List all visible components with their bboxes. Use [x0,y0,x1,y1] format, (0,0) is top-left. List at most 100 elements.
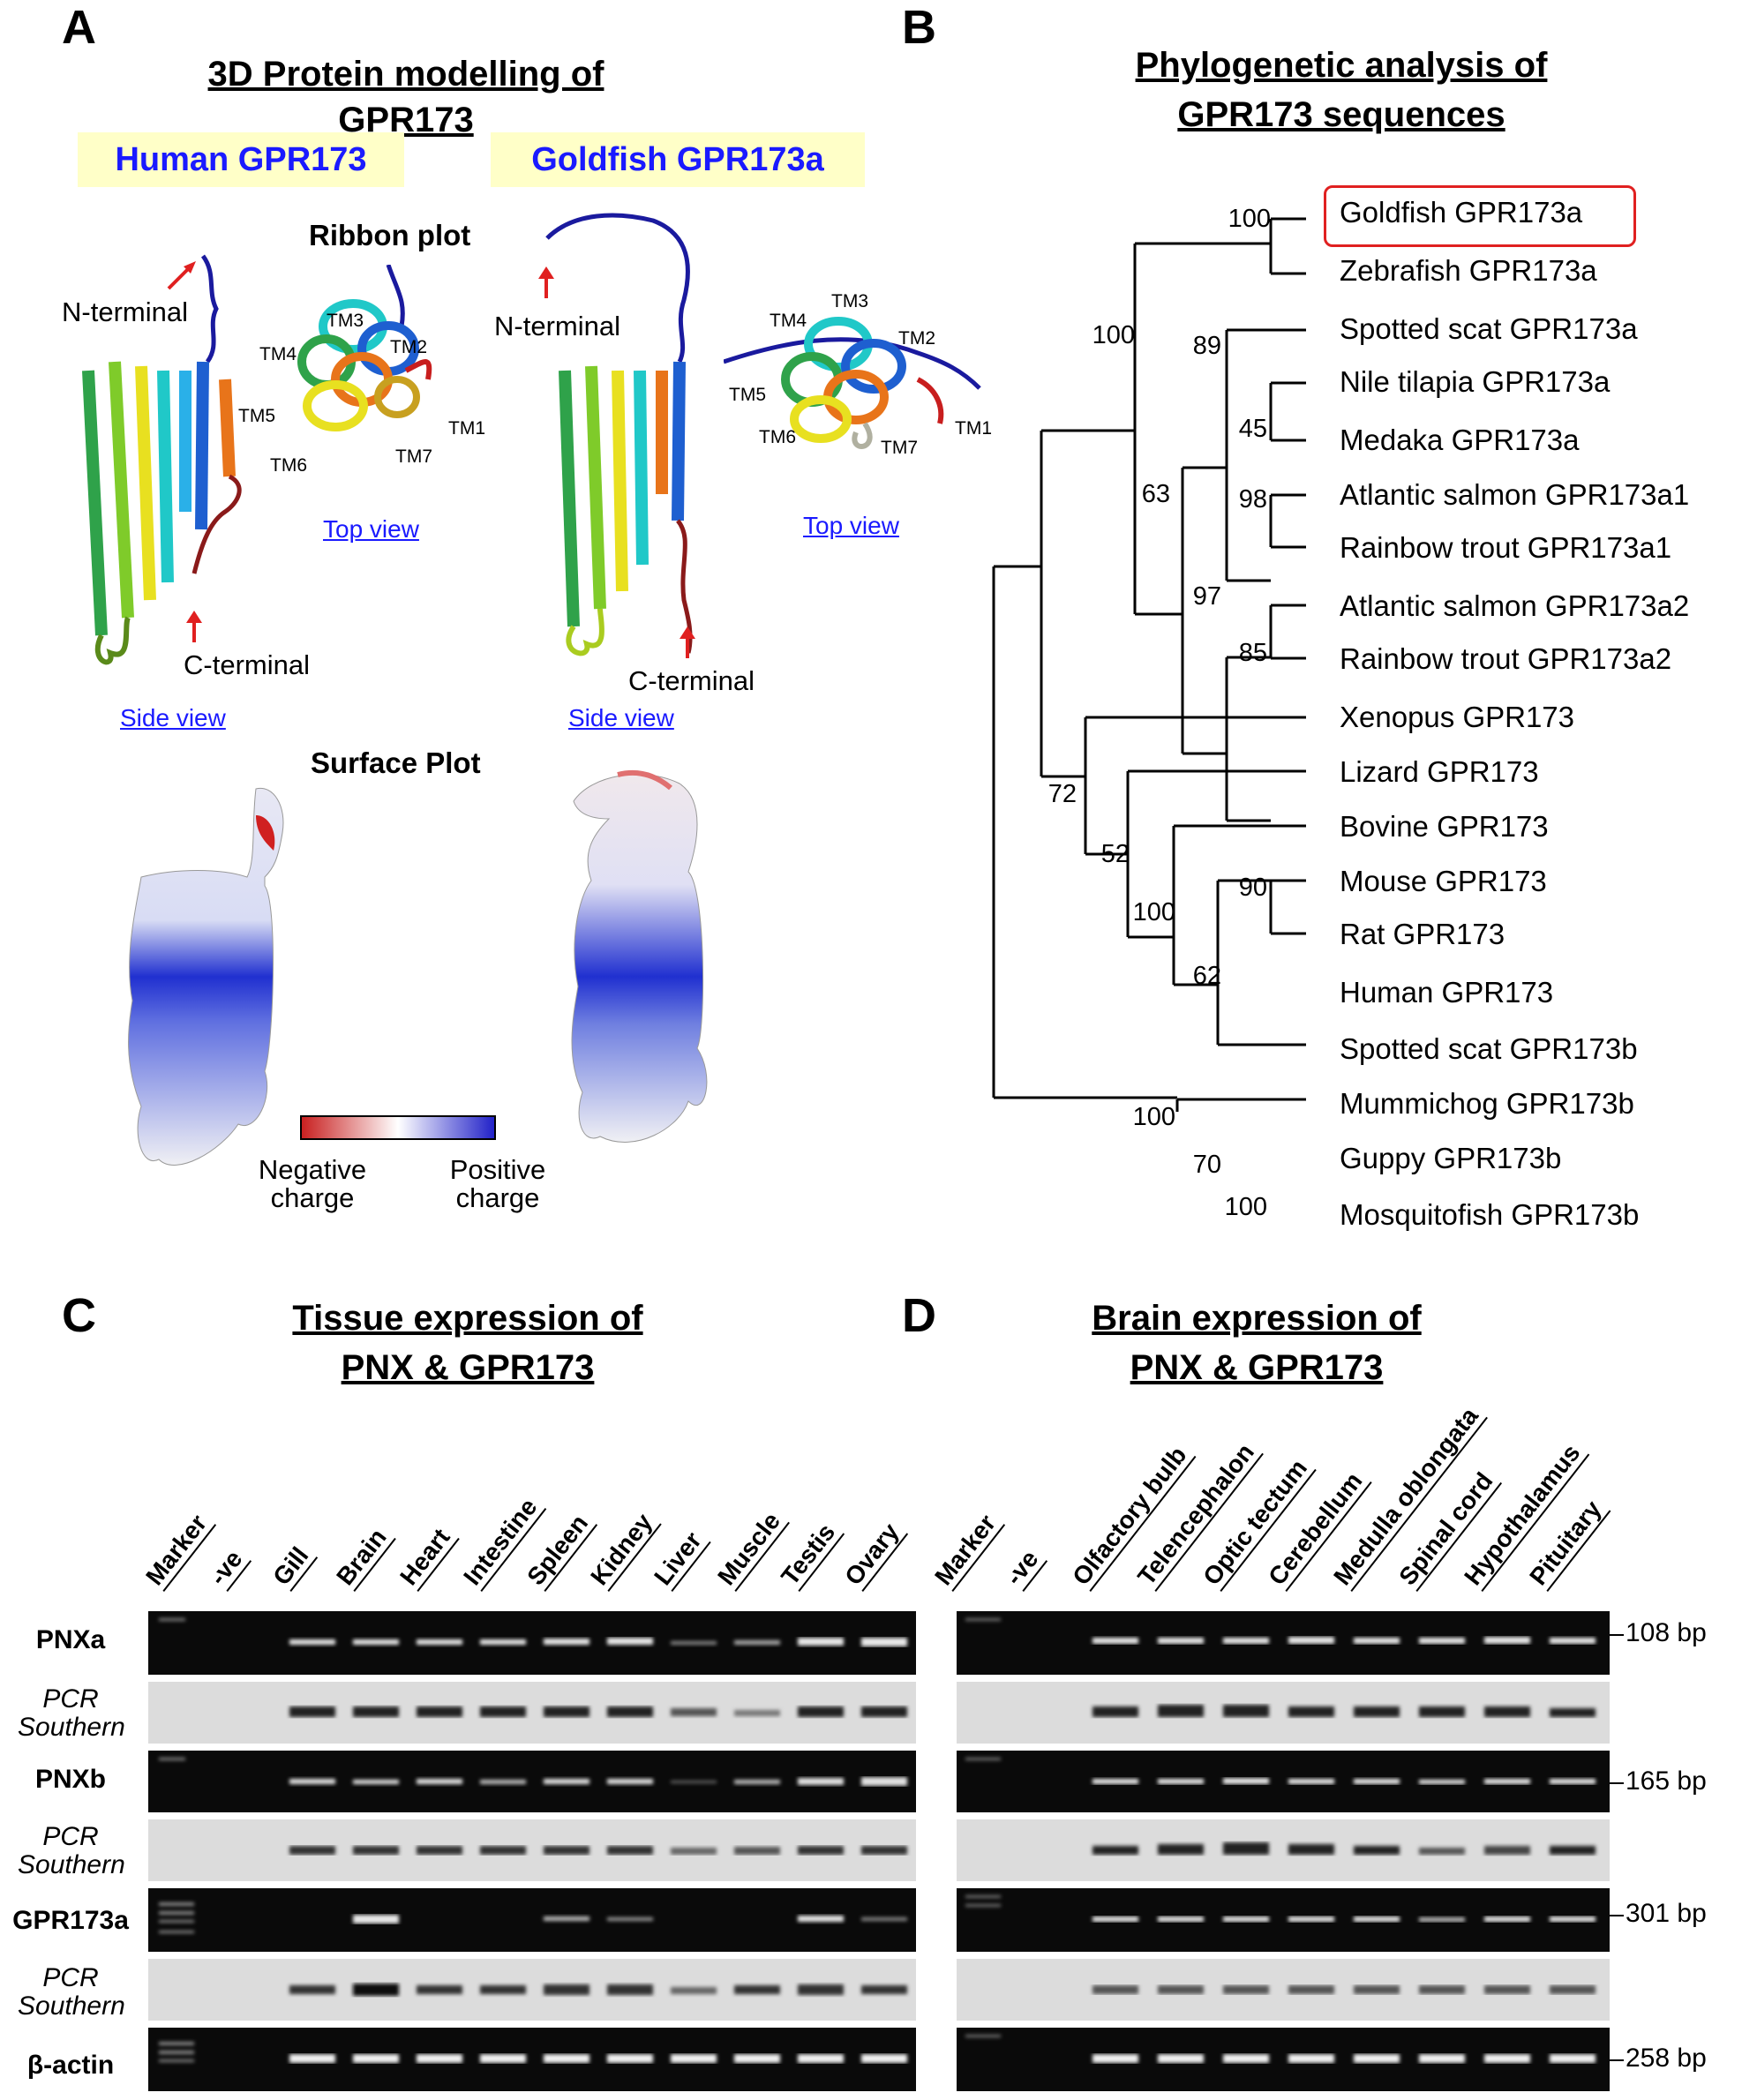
size-marker-108: 108 bp [1626,1618,1707,1647]
bootstrap-value: 97 [1192,582,1221,611]
human-tm1-label: TM1 [448,418,485,439]
side-view-link-human[interactable]: Side view [120,704,226,731]
top-view-link-human[interactable]: Top view [323,515,419,543]
n-terminal-label-goldfish: N-terminal [494,311,620,341]
pcr-line: PCR [42,1684,99,1714]
bootstrap-value: 98 [1238,485,1267,514]
lane-label: Kidney [585,1505,662,1592]
human-gpr173-label: Human GPR173 [78,132,404,187]
goldfish-surface-plot [571,769,708,1143]
goldfish-highlight-box [1324,185,1636,247]
lane-label: Muscle [712,1504,790,1592]
size-tick [1610,2059,1624,2061]
phylogenetic-tree [992,217,1306,1112]
row-label-pnxb: PNXb [34,1765,106,1794]
southern-line: Southern [18,1991,125,2021]
tree-taxon: Atlantic salmon GPR173a1 [1340,478,1690,511]
positive-charge-line2: charge [455,1182,540,1213]
size-marker-165: 165 bp [1626,1766,1707,1796]
c-terminal-arrow-human [186,611,202,642]
bootstrap-value: 100 [1132,1103,1175,1131]
panel-b-title-line2: GPR173 sequences [1177,95,1505,134]
tree-taxon: Bovine GPR173 [1340,810,1549,843]
tree-taxon: Rainbow trout GPR173a1 [1340,531,1672,564]
bootstrap-value: 52 [1100,840,1130,868]
bootstrap-value: 100 [1092,321,1135,349]
side-view-link-goldfish[interactable]: Side view [568,704,674,731]
bootstrap-value: 62 [1192,962,1221,990]
gel-gpr173a [148,1888,916,1952]
human-ribbon-side-view [82,254,242,665]
bootstrap-value: 85 [1238,639,1267,667]
panel-d-title-line1: Brain expression of [1092,1299,1422,1338]
goldfish-tm3-label: TM3 [831,291,868,311]
size-tick [1610,1915,1624,1916]
southern-line: Southern [18,1713,125,1742]
southern-pnxa [148,1682,916,1744]
tree-taxon: Atlantic salmon GPR173a2 [1340,589,1690,622]
bootstrap-value: 100 [1224,1193,1267,1221]
goldfish-ribbon-top-view [724,317,981,449]
goldfish-tm6-label: TM6 [759,427,796,447]
surface-plot-label: Surface Plot [311,746,481,779]
panel-letter-c: C [62,1289,96,1342]
panel-letter-d: D [902,1289,936,1342]
goldfish-tm5-label: TM5 [729,385,766,405]
tissue-expression-gels [148,1611,916,2091]
tree-taxon: Rainbow trout GPR173a2 [1340,642,1672,675]
bootstrap-value: 90 [1238,874,1267,902]
lane-label: Brain [331,1520,396,1592]
tree-taxon: Zebrafish GPR173a [1340,254,1597,287]
southern-pnxb [148,1819,916,1881]
tree-taxon: Lizard GPR173 [1340,755,1539,788]
lane-label: Ovary [839,1515,909,1592]
bootstrap-value: 100 [1132,898,1175,926]
goldfish-tm1-label: TM1 [955,418,992,439]
human-tm7-label: TM7 [395,446,432,467]
panel-a-title: 3D Protein modelling of GPR173 [207,55,604,139]
bootstrap-value: 70 [1192,1151,1221,1179]
row-label-gpr173a: GPR173a [12,1906,129,1935]
bootstrap-value: 89 [1192,332,1221,360]
human-surface-plot [128,787,284,1166]
bootstrap-value: 100 [1228,205,1271,233]
c-terminal-label-human: C-terminal [184,649,310,680]
positive-charge-label: Positive charge [436,1156,559,1212]
goldfish-tm7-label: TM7 [881,438,918,458]
tree-taxon: Xenopus GPR173 [1340,701,1575,733]
human-tm5-label: TM5 [238,406,275,426]
tree-taxon: Spotted scat GPR173b [1340,1032,1638,1065]
negative-charge-label: Negative charge [251,1156,374,1212]
panel-c-title-line1: Tissue expression of [292,1299,643,1338]
goldfish-tm4-label: TM4 [770,311,807,331]
tree-taxon: Mosquitofish GPR173b [1340,1198,1640,1231]
ribbon-plot-label: Ribbon plot [309,219,471,251]
c-terminal-arrow-goldfish [680,626,695,658]
bootstrap-value: 72 [1047,780,1077,808]
size-marker-258: 258 bp [1626,2044,1707,2073]
lane-label: -ve [204,1542,252,1592]
c-terminal-label-goldfish: C-terminal [628,665,755,696]
human-ribbon-top-view [297,265,432,431]
tree-taxon: Mummichog GPR173b [1340,1087,1634,1120]
pcr-line: PCR [42,1963,99,1992]
gel-beta-actin [148,2028,916,2091]
positive-charge-line1: Positive [449,1154,546,1185]
size-tick [1610,1634,1624,1636]
tree-taxon: Rat GPR173 [1340,918,1505,950]
top-view-link-goldfish[interactable]: Top view [803,512,899,539]
lane-label: Heart [394,1520,460,1592]
southern-line: Southern [18,1850,125,1879]
goldfish-gpr173a-label: Goldfish GPR173a [491,132,865,187]
tree-taxon: Nile tilapia GPR173a [1340,365,1611,398]
lane-label: -ve [1000,1542,1048,1592]
tree-taxon: Guppy GPR173b [1340,1142,1562,1174]
size-tick [1610,1782,1624,1784]
gel-pnxb [148,1751,916,1812]
tree-taxon: Mouse GPR173 [1340,865,1547,897]
goldfish-ribbon-side-view [545,213,693,656]
pcr-line: PCR [42,1822,99,1851]
lane-label: Marker [929,1506,1006,1592]
n-terminal-arrow-goldfish [538,266,554,298]
